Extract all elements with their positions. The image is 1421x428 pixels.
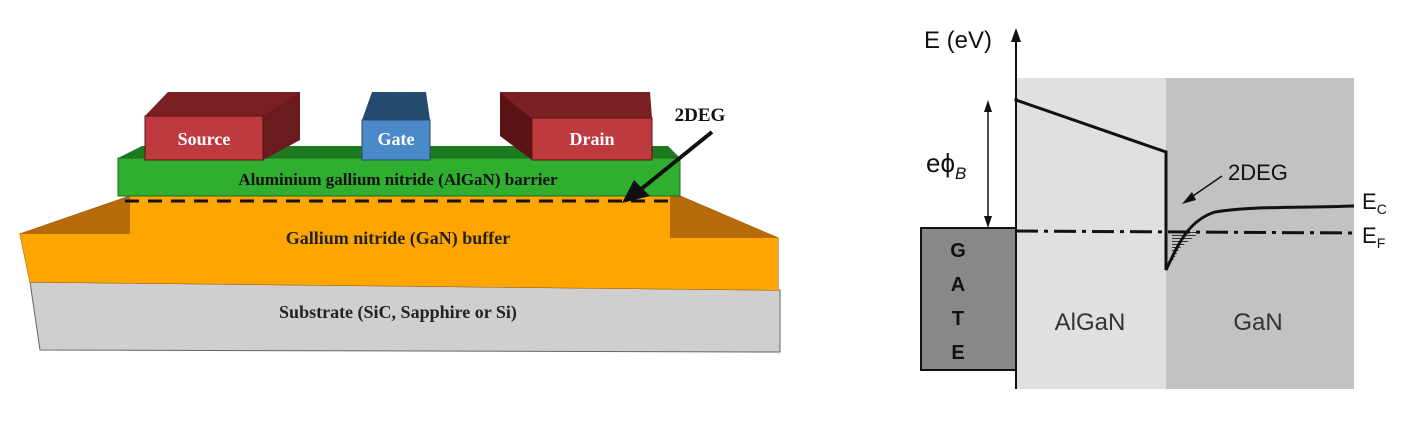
twodeg-arrow [622,130,714,203]
ef-label: EF [1362,223,1385,251]
algan-region [1016,78,1166,389]
gate-contact: Gate [361,92,431,161]
buffer-layer: Gallium nitride (GaN) buffer [19,195,779,291]
gate-letter-t: T [952,308,964,330]
fermi-level-line [1015,229,1355,235]
band-twodeg-arrow [1182,175,1223,204]
substrate-label: Substrate (SiC, Sapphire or Si) [279,302,517,323]
energy-axis-label: E (eV) [924,27,992,54]
hemt-diagram: Substrate (SiC, Sapphire or Si) Gallium … [19,92,781,353]
barrier-height-label: eϕB [926,148,966,183]
gate-letter-g: G [950,240,966,262]
gate-block [920,227,1017,371]
band-twodeg-label: 2DEG [1228,160,1288,185]
gate-label: Gate [378,129,415,149]
twodeg-well [1172,232,1200,262]
gate-letter-e: E [951,342,964,364]
barrier-height-arrow [984,100,992,228]
ec-label: EC [1362,189,1387,217]
conduction-band-line [1014,98,1355,271]
substrate-layer: Substrate (SiC, Sapphire or Si) [29,281,781,353]
algan-label: AlGaN [1055,309,1126,336]
barrier-label: Aluminium gallium nitride (AlGaN) barrie… [238,170,558,189]
gan-label: GaN [1233,309,1282,336]
twodeg-label: 2DEG [675,105,726,126]
band-diagram: E (eV) G A T E eϕB 2DEG [920,27,1387,389]
source-label: Source [178,129,231,149]
buffer-label: Gallium nitride (GaN) buffer [286,228,510,249]
drain-label: Drain [570,129,615,149]
drain-contact: Drain [500,92,653,161]
gate-letter-a: A [951,274,965,296]
source-contact: Source [144,92,300,161]
